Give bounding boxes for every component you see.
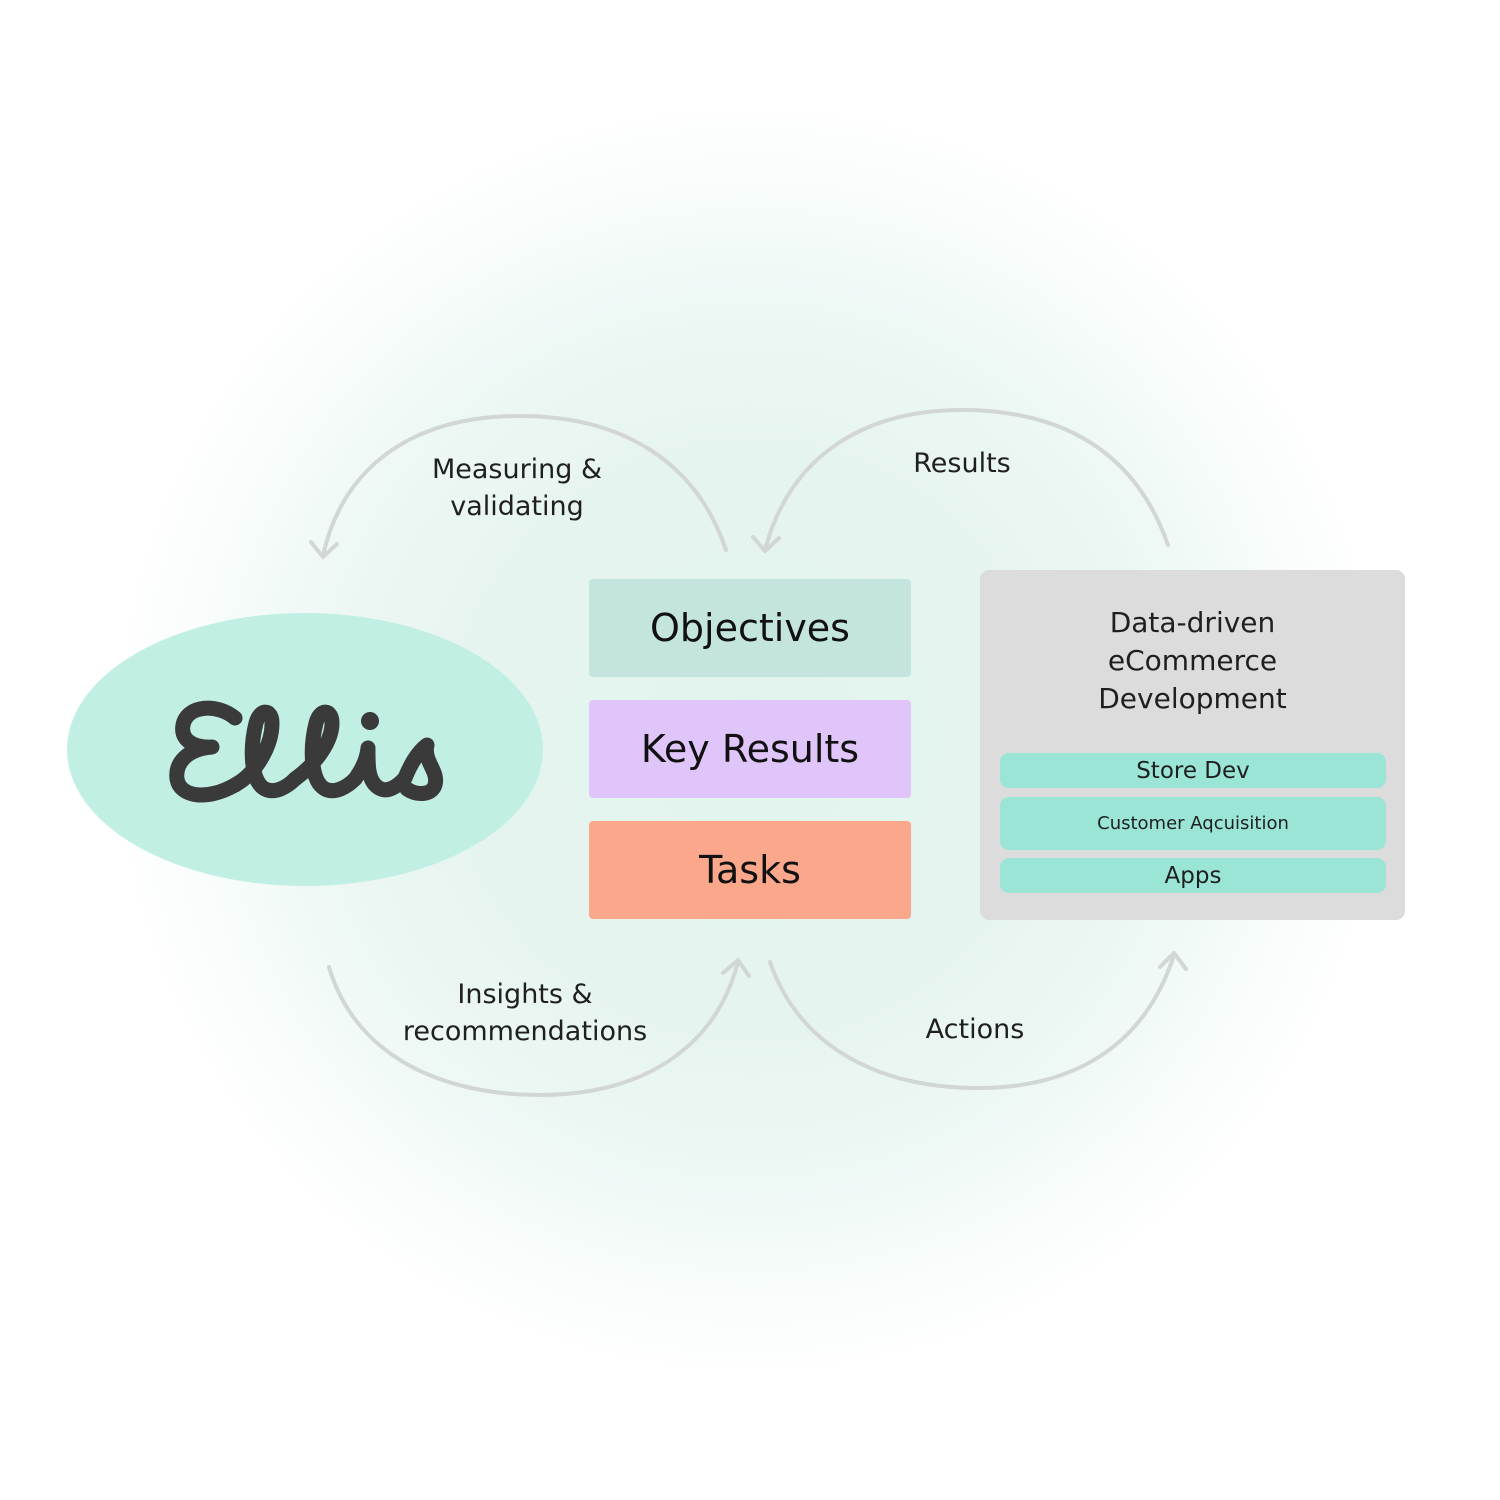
ellis-logo-blob (67, 613, 543, 886)
store-dev-pill: Store Dev (1000, 753, 1386, 788)
label-actions: Actions (925, 1014, 1025, 1045)
ellis-logo (169, 700, 444, 803)
tasks-box: Tasks (589, 821, 911, 919)
arrow-insights-recommendations (327, 960, 740, 1097)
development-title: Data-driven eCommerce Development (1098, 606, 1287, 715)
key-results-box: Key Results (589, 700, 911, 798)
objectives-box: Objectives (589, 579, 911, 677)
development-panel: Data-driven eCommerce Development Store … (980, 570, 1405, 920)
label-insights-recommendations: Insights & recommendations (402, 979, 648, 1047)
customer-acquisition-pill: Customer Aqcuisition (1000, 797, 1386, 850)
arrowhead-results (751, 535, 781, 553)
key-results-label: Key Results (640, 727, 860, 771)
arrowhead-measuring-validating (309, 540, 339, 559)
tasks-label: Tasks (699, 848, 801, 892)
apps-pill: Apps (1000, 858, 1386, 893)
arrow-actions (768, 953, 1176, 1090)
arrowhead-insights-recommendations (721, 958, 751, 978)
arrow-results (763, 408, 1170, 552)
label-results: Results (913, 448, 1011, 479)
arrow-measuring-validating (321, 414, 728, 557)
label-measuring-validating: Measuring & validating (431, 454, 603, 522)
arrowhead-actions (1158, 951, 1188, 971)
objectives-label: Objectives (650, 606, 850, 650)
